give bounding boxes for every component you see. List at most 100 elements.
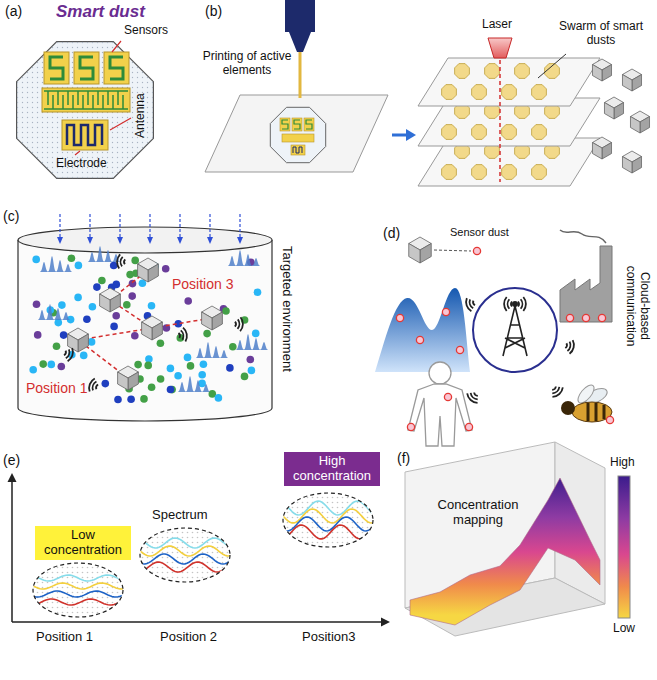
part-label: Electrode bbox=[56, 157, 107, 171]
inflow-arrow bbox=[179, 214, 180, 238]
dust-cube bbox=[592, 59, 611, 81]
dust-cube bbox=[152, 322, 162, 340]
cluster-outline bbox=[283, 493, 373, 547]
inflow-arrow bbox=[237, 237, 243, 244]
box-text: Low concentration bbox=[40, 528, 126, 558]
process-arrow bbox=[406, 129, 416, 141]
molecule-dot bbox=[58, 363, 66, 371]
human-figure bbox=[429, 362, 451, 384]
leader-line bbox=[75, 41, 131, 155]
sensor-dot bbox=[582, 314, 589, 321]
chip-outline bbox=[270, 107, 325, 162]
molecule-dot bbox=[33, 300, 41, 308]
molecule-dot bbox=[254, 288, 262, 296]
chip-outline bbox=[532, 85, 547, 100]
position-label: Position 3 bbox=[172, 276, 233, 292]
part-label: Sensor dust bbox=[450, 226, 509, 239]
sensor-trace bbox=[50, 57, 63, 79]
tower-icon bbox=[512, 301, 518, 307]
dust-cube bbox=[630, 111, 649, 133]
process-arrow bbox=[392, 134, 408, 137]
molecule-dot bbox=[157, 375, 165, 383]
position-label: Position 1 bbox=[26, 380, 87, 396]
dust-cube bbox=[142, 316, 163, 340]
molecule-dot bbox=[252, 330, 260, 338]
dust-cube bbox=[118, 366, 139, 390]
chip-outline bbox=[472, 85, 487, 100]
fabrication-panel bbox=[205, 0, 650, 186]
plot-label: Concentration mapping bbox=[428, 498, 528, 528]
inflow-arrow bbox=[209, 214, 210, 238]
terrain-shape bbox=[375, 288, 470, 372]
sensor-dot bbox=[566, 314, 573, 321]
dust-cube bbox=[632, 157, 642, 174]
cluster-outline bbox=[140, 528, 230, 582]
laser-beam bbox=[499, 60, 501, 182]
sensor-pad bbox=[44, 52, 69, 84]
signal-symbol bbox=[178, 327, 188, 342]
signal-symbol bbox=[552, 386, 557, 390]
sensor-dot bbox=[442, 308, 449, 315]
molecule-dot bbox=[174, 372, 182, 380]
cluster-outline bbox=[33, 563, 123, 617]
panel-letter: (b) bbox=[205, 3, 222, 19]
cylinder-body bbox=[18, 240, 272, 421]
molecule-dot bbox=[134, 361, 142, 369]
axis-line bbox=[12, 480, 382, 622]
dust-cube bbox=[622, 151, 641, 173]
factory-icon bbox=[560, 246, 612, 322]
signal-symbol bbox=[88, 378, 95, 392]
signal-symbol bbox=[120, 256, 124, 267]
signal-symbol bbox=[465, 298, 472, 312]
dust-cube bbox=[632, 75, 642, 92]
spectrum-line bbox=[282, 517, 374, 531]
signal-symbol bbox=[466, 392, 478, 403]
signal-symbol bbox=[234, 317, 244, 332]
molecule-dot bbox=[98, 277, 106, 285]
print-needle bbox=[299, 52, 302, 98]
molecule-dot bbox=[247, 356, 255, 364]
molecule-dot bbox=[241, 373, 249, 381]
signal-symbol bbox=[116, 254, 126, 269]
axis-arrow bbox=[8, 473, 17, 482]
signal-symbol bbox=[116, 254, 121, 269]
color-bar bbox=[618, 476, 630, 618]
spectrum-cluster bbox=[283, 493, 373, 547]
molecule-dot bbox=[80, 352, 88, 360]
dust-cube bbox=[630, 117, 640, 134]
molecule-dot bbox=[200, 361, 208, 369]
spectrum-line bbox=[139, 562, 231, 572]
dust-cube bbox=[614, 103, 624, 120]
spectrum-peaks bbox=[40, 256, 72, 272]
sensor-trace bbox=[306, 120, 312, 129]
signal-symbol bbox=[234, 321, 237, 327]
signal-symbol bbox=[503, 296, 507, 311]
bee-stripes bbox=[588, 403, 604, 421]
dust-cube bbox=[622, 69, 641, 91]
sensor-pad bbox=[304, 118, 314, 131]
sensor-dot bbox=[473, 247, 480, 254]
dust-cube bbox=[78, 334, 88, 352]
spectrum-peaks bbox=[88, 246, 120, 262]
dust-cube bbox=[110, 294, 120, 312]
molecule-dot bbox=[110, 323, 118, 331]
chip-outline bbox=[502, 165, 517, 180]
part-label: Sensors bbox=[124, 24, 168, 38]
molecule-dot bbox=[29, 366, 37, 374]
chip-outline bbox=[472, 125, 487, 140]
molecule-dot bbox=[167, 365, 175, 373]
chip-outline bbox=[442, 165, 457, 180]
dust-cube bbox=[118, 372, 128, 390]
inflow-arrow bbox=[57, 237, 63, 244]
environment-cylinder bbox=[18, 214, 272, 421]
smart-dust-chip bbox=[17, 41, 154, 178]
interdigitated-electrode bbox=[44, 91, 128, 109]
signal-symbol bbox=[473, 392, 478, 396]
signal-symbol bbox=[180, 330, 184, 341]
sensor-pad bbox=[292, 118, 302, 131]
signal-symbol bbox=[517, 296, 527, 311]
sensor-pad bbox=[280, 118, 290, 131]
chip-outline bbox=[502, 125, 517, 140]
